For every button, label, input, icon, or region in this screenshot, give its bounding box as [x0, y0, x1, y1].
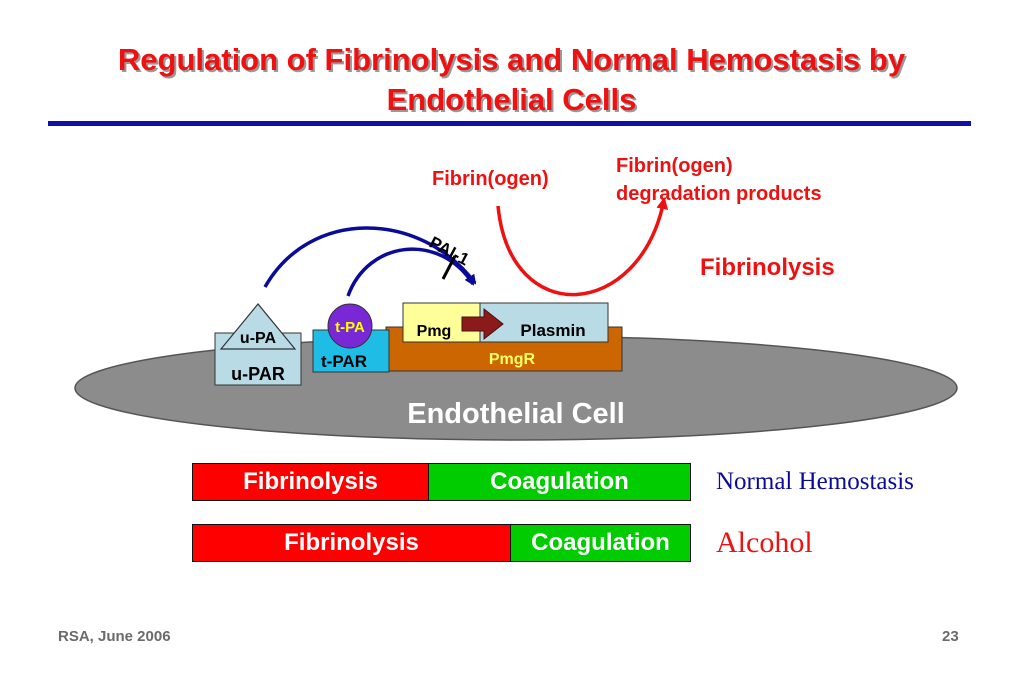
slide-number: 23 [942, 628, 959, 645]
pmgr-label: PmgR [489, 351, 536, 368]
degradation-products-line-2: degradation products [616, 183, 822, 205]
upa-triangle [219, 303, 297, 350]
alcohol-label: Alcohol [716, 526, 813, 559]
plasmin-label: Plasmin [520, 321, 585, 340]
tpar-label: t-PAR [321, 352, 367, 371]
degradation-products-label: Fibrin(ogen) degradation products [616, 152, 822, 208]
normal-fibrinolysis-segment: Fibrinolysis [193, 464, 428, 500]
page-title-line-1: Regulation of Fibrinolysis and Normal He… [117, 42, 906, 77]
fibrinolysis-arrow [496, 197, 669, 297]
alcohol-coagulation-segment: Coagulation [510, 525, 690, 561]
upa-label: u-PA [240, 330, 277, 347]
title-underline [48, 121, 971, 126]
normal-coagulation-segment: Coagulation [428, 464, 690, 500]
footer-source: RSA, June 2006 [58, 628, 171, 645]
normal-hemostasis-bar: Fibrinolysis Coagulation [192, 463, 691, 501]
degradation-products-line-1: Fibrin(ogen) [616, 155, 733, 177]
endothelial-cell-label: Endothelial Cell [407, 398, 625, 430]
page-title: Regulation of Fibrinolysis and Normal He… [0, 40, 1023, 120]
tpa-label: t-PA [335, 319, 365, 336]
fibrinogen-label: Fibrin(ogen) [432, 168, 549, 190]
tpa-activation-arrow [346, 247, 475, 297]
page-title-line-2: Endothelial Cells [386, 82, 637, 117]
normal-hemostasis-label: Normal Hemostasis [716, 468, 914, 495]
conversion-arrow-icon [461, 307, 504, 341]
alcohol-bar: Fibrinolysis Coagulation [192, 524, 691, 562]
fibrinolysis-process-label: Fibrinolysis [700, 254, 835, 281]
upa-activation-arrow [263, 226, 477, 288]
pai1-inhibition-bar [441, 255, 457, 280]
tpa-circle [327, 303, 373, 349]
upar-label: u-PAR [231, 364, 285, 384]
pmg-label: Pmg [417, 323, 452, 340]
alcohol-fibrinolysis-segment: Fibrinolysis [193, 525, 510, 561]
